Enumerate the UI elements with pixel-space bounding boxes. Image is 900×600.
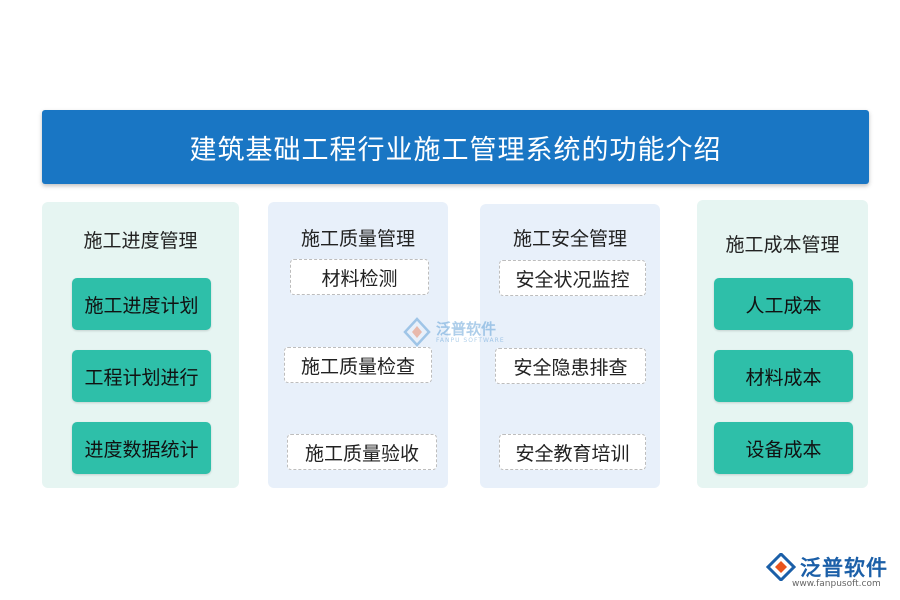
item-labor-cost: 人工成本 bbox=[714, 278, 853, 330]
item-safety-monitoring: 安全状况监控 bbox=[499, 260, 646, 296]
page-title: 建筑基础工程行业施工管理系统的功能介绍 bbox=[189, 134, 722, 166]
fanpu-brand-icon bbox=[766, 553, 796, 581]
brand-url: www.fanpusoft.com bbox=[792, 579, 881, 589]
item-project-plan-progress: 工程计划进行 bbox=[72, 350, 211, 402]
item-material-cost: 材料成本 bbox=[714, 350, 853, 402]
brand-name: 泛普软件 bbox=[800, 556, 888, 580]
item-construction-schedule-plan: 施工进度计划 bbox=[72, 278, 211, 330]
column-quality-management: 施工质量管理 材料检测 施工质量检查 施工质量验收 bbox=[268, 202, 448, 488]
column-schedule-management: 施工进度管理 施工进度计划 工程计划进行 进度数据统计 bbox=[42, 202, 239, 488]
watermark-sub: FANPU SOFTWARE bbox=[436, 336, 505, 344]
fanpu-logo-icon bbox=[403, 317, 431, 347]
column-title: 施工质量管理 bbox=[300, 228, 415, 250]
item-quality-inspection: 施工质量检查 bbox=[284, 347, 432, 383]
column-title: 施工成本管理 bbox=[725, 234, 840, 256]
brand-logo: 泛普软件 www.fanpusoft.com bbox=[766, 552, 894, 592]
column-cost-management: 施工成本管理 人工成本 材料成本 设备成本 bbox=[697, 200, 868, 488]
item-hazard-investigation: 安全隐患排查 bbox=[495, 348, 646, 384]
column-title: 施工进度管理 bbox=[83, 230, 198, 252]
item-material-testing: 材料检测 bbox=[290, 259, 429, 295]
column-title: 施工安全管理 bbox=[512, 228, 627, 250]
item-quality-acceptance: 施工质量验收 bbox=[287, 434, 437, 470]
watermark-name: 泛普软件 bbox=[436, 319, 497, 338]
watermark: 泛普软件 FANPU SOFTWARE bbox=[402, 314, 514, 350]
title-banner: 建筑基础工程行业施工管理系统的功能介绍 bbox=[42, 110, 869, 184]
item-progress-data-statistics: 进度数据统计 bbox=[72, 422, 211, 474]
column-safety-management: 施工安全管理 安全状况监控 安全隐患排查 安全教育培训 bbox=[480, 204, 660, 488]
item-equipment-cost: 设备成本 bbox=[714, 422, 853, 474]
item-safety-training: 安全教育培训 bbox=[499, 434, 646, 470]
